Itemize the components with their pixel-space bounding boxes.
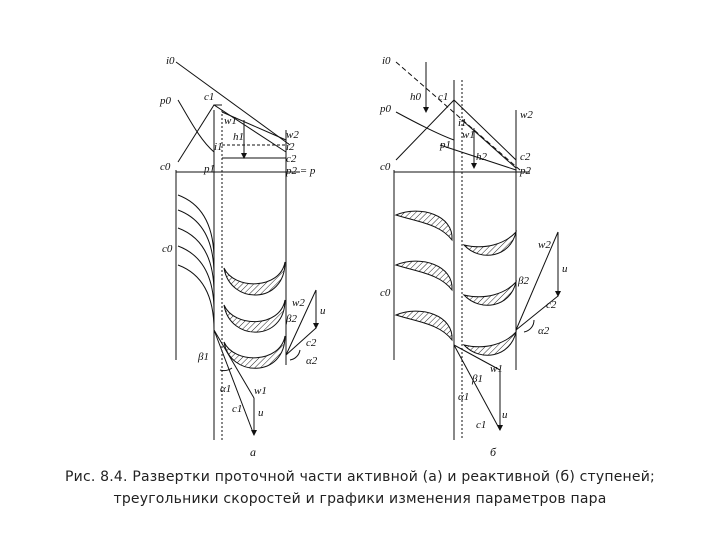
label-b-alpha1: α1 [458,391,469,403]
label-a-i0: i0 [166,55,175,67]
panel-b-rotor-blade-2 [462,280,517,306]
panel-b-nozzle-blade-2 [394,260,453,292]
label-b-c1-lower: c1 [476,419,486,431]
panel-b-nozzle-blade-3 [394,310,453,342]
caption-line-2: треугольники скоростей и графики изменен… [113,491,607,507]
label-b-w1-lower: w1 [490,363,503,375]
panel-a-rotor-blade-1 [223,261,286,296]
label-a-u-inlet: u [258,407,264,419]
figure-caption: Рис. 8.4. Развертки проточной части акти… [40,466,680,510]
label-b-h0: h0 [410,91,422,103]
panel-b-c1-vector [453,344,501,431]
label-a-w1-lower: w1 [254,385,267,397]
label-b-beta2: β2 [517,275,529,287]
panel-a-c2-vector [285,327,317,356]
label-a-c0-lower: c0 [162,243,173,255]
label-b-w1: w1 [462,129,475,141]
label-a-w2-lower: w2 [292,297,305,309]
label-b-i1: i1 [458,117,467,129]
panel-b-w2-vector [515,231,559,331]
label-b-c0-lower: c0 [380,287,391,299]
label-b-u-outlet: u [562,263,568,275]
label-a-beta2: β2 [285,313,297,325]
label-a-p1: p1 [203,163,215,175]
panel-a-labels: i0 p0 c1 w1 h1 w2 i1 i2 c2 c0 p1 p2 = p … [159,55,326,459]
label-a-u-outlet: u [320,305,326,317]
panel-b-nozzle-blade-1 [394,210,453,242]
label-b-p1: p1 [439,139,451,151]
label-a-i2: i2 [286,141,295,153]
panel-a-alpha1-arc [219,367,233,372]
panel-a-alpha2-arc [289,349,301,361]
panel-a-i0-line [175,61,291,146]
label-a-alpha2: α2 [306,355,318,367]
label-a-w1: w1 [224,115,237,127]
panel-a-rotor-blade-2 [223,299,286,333]
label-b-p2: p2 [519,165,532,177]
panel-b-labels: i0 h0 c1 p0 w2 i1 w1 h2 p1 c2 p2 c0 w2 u… [379,55,568,459]
label-a-c2-lower: c2 [306,337,317,349]
panel-a-p0-curve [177,99,215,153]
panel-a-nozzle-blade-2 [177,209,215,276]
label-b-beta1: β1 [471,373,483,385]
label-a-c1-lower: c1 [232,403,242,415]
label-a-c1: c1 [204,91,214,103]
panel-a-nozzle-blade-5 [177,264,215,331]
label-b-c0: c0 [380,161,391,173]
panel-b-alpha2-arc [523,319,535,333]
panel-a-nozzle-blade-1 [177,194,215,261]
label-b-c1: c1 [438,91,448,103]
label-b-c2-lower: c2 [546,299,557,311]
panel-b-rotor-blade-1 [462,230,517,256]
panel-b-c1-curve [395,99,517,161]
label-a-c0: c0 [160,161,171,173]
panel-b-letter: б [490,445,497,459]
label-b-c2: c2 [520,151,531,163]
label-b-w2-lower: w2 [538,239,551,251]
panel-a [175,61,319,440]
label-b-w2: w2 [520,109,533,121]
panel-b-p1-line [439,144,517,171]
panel-b-w1-vector [453,344,501,371]
label-a-alpha1: α1 [220,383,231,395]
label-b-i0: i0 [382,55,391,67]
label-a-beta1: β1 [197,351,209,363]
label-a-p2: p2 = p [285,165,316,177]
panel-b-c2-vector [515,295,559,331]
panel-b-i0-line [395,61,521,171]
label-a-c2: c2 [286,153,297,165]
panel-a-c1-curve [177,104,287,163]
panel-b-p0-curve [395,111,455,141]
caption-line-1: Рис. 8.4. Развертки проточной части акти… [65,469,655,485]
label-a-w2: w2 [286,129,299,141]
panel-a-c1-vector [213,329,255,436]
label-b-alpha2: α2 [538,325,550,337]
panel-b [393,61,561,440]
panel-a-nozzle-blade-4 [177,245,215,312]
label-b-h2: h2 [476,151,488,163]
panel-a-w1-vector [213,329,255,399]
label-a-h1: h1 [233,131,244,143]
panel-b-rotor-blade-3 [462,330,517,356]
label-a-i1: i1 [214,141,223,153]
panel-b-w-line [461,119,517,169]
label-b-p0: p0 [379,103,392,115]
panel-a-w-line [221,111,287,141]
label-b-u-inlet: u [502,409,508,421]
panel-a-nozzle-blade-3 [177,227,215,294]
label-a-p0: p0 [159,95,172,107]
panel-a-letter: a [250,445,256,459]
panel-a-w2-vector [285,289,317,356]
steam-stage-diagram: i0 p0 c1 w1 h1 w2 i1 i2 c2 c0 p1 p2 = p … [159,55,568,459]
panel-a-rotor-blade-3 [223,335,286,369]
